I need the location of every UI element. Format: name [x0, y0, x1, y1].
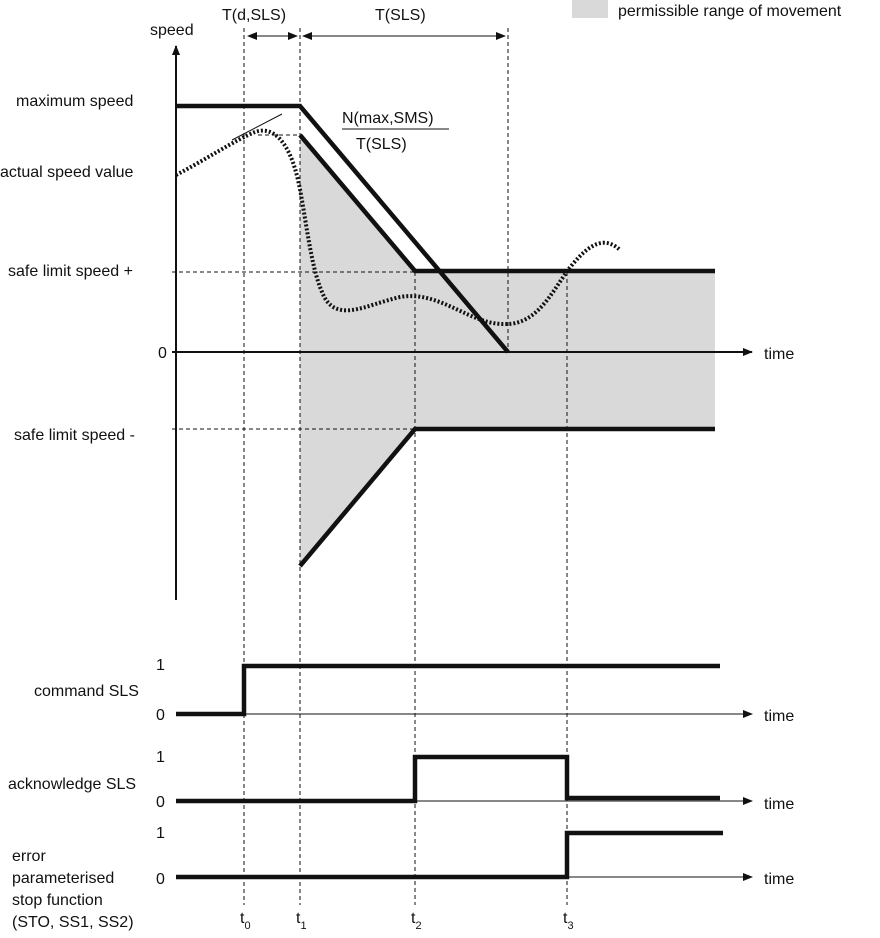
ramp-denominator: T(SLS) — [356, 136, 407, 153]
t3-label: t3 — [563, 910, 574, 932]
zero-label: 0 — [158, 345, 167, 362]
error-stop-zero: 0 — [156, 871, 165, 888]
t1-label: t1 — [296, 910, 307, 932]
command-sls-one: 1 — [156, 657, 165, 674]
error-stop-label-line-2: parameterised — [12, 870, 114, 887]
upper-limit-envelope — [298, 133, 715, 274]
error-stop-label-line-4: (STO, SS1, SS2) — [12, 914, 134, 931]
acknowledge-sls-time-label: time — [764, 796, 794, 813]
command-sls-time-label: time — [764, 708, 794, 725]
error-stop-label-line-3: stop function — [12, 892, 103, 909]
t3-label-t: t — [563, 910, 568, 927]
t2-label: t2 — [411, 910, 422, 932]
t1-label-t: t — [296, 910, 301, 927]
command-sls-label: command SLS — [34, 683, 139, 700]
speed-axis-label: speed — [150, 22, 194, 39]
tdsls-label: T(d,SLS) — [222, 7, 286, 24]
lower-limit-envelope — [298, 426, 715, 568]
actual-speed-curve — [175, 128, 622, 327]
legend-label: permissible range of movement — [618, 3, 842, 20]
acknowledge-sls-label: acknowledge SLS — [8, 776, 136, 793]
time-axis-label: time — [764, 346, 794, 363]
acknowledge-sls-one: 1 — [156, 749, 165, 766]
t0-label-sub: 0 — [244, 920, 250, 932]
acknowledge-sls-zero: 0 — [156, 794, 165, 811]
tsls-label: T(SLS) — [375, 7, 426, 24]
t3-label-sub: 3 — [567, 920, 573, 932]
error-stop-one: 1 — [156, 825, 165, 842]
error-stop-time-label: time — [764, 871, 794, 888]
t0-label-t: t — [240, 910, 245, 927]
tangent-line — [231, 113, 283, 141]
legend-swatch — [572, 0, 608, 18]
command-sls-signal — [176, 663, 720, 717]
t2-label-sub: 2 — [415, 920, 421, 932]
actual-speed-label: actual speed value — [0, 164, 134, 181]
safe-limit-minus-label: safe limit speed - — [14, 427, 135, 444]
t2-label-t: t — [411, 910, 416, 927]
safe-limit-plus-label: safe limit speed + — [8, 263, 133, 280]
error-stop-signal — [176, 830, 723, 880]
command-sls-zero: 0 — [156, 707, 165, 724]
error-stop-label-line-1: error — [12, 848, 46, 865]
t0-label: t0 — [240, 910, 251, 932]
maximum-speed-label: maximum speed — [16, 93, 133, 110]
ramp-numerator: N(max,SMS) — [342, 110, 434, 127]
t1-label-sub: 1 — [300, 920, 306, 932]
acknowledge-sls-signal — [176, 754, 720, 804]
